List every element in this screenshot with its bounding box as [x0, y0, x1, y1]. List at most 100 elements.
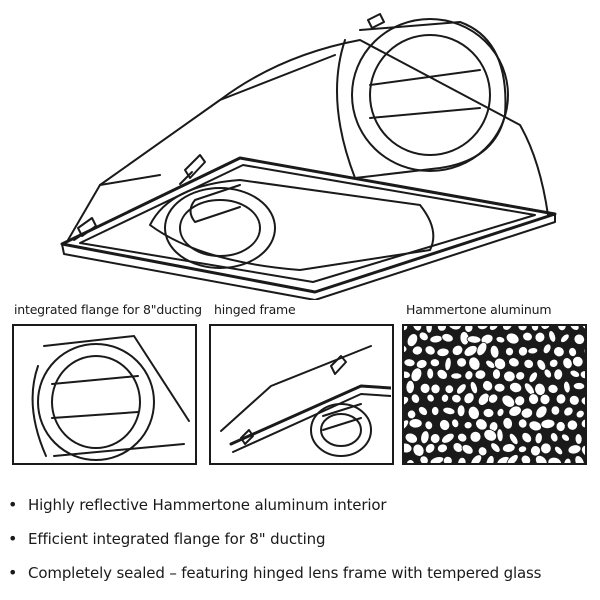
lamp-socket-ring — [164, 187, 276, 269]
texture-pebble — [469, 381, 478, 395]
texture-pebble — [569, 326, 580, 331]
texture-pebble — [477, 446, 488, 457]
texture-pebble — [457, 432, 468, 443]
texture-pebble — [493, 382, 506, 393]
texture-pebble — [464, 326, 474, 333]
texture-pebble — [580, 418, 585, 429]
texture-pebble — [405, 380, 415, 394]
texture-pebble — [468, 356, 481, 371]
texture-pebble — [540, 442, 552, 455]
texture-pebble — [456, 404, 466, 418]
texture-pebble — [477, 392, 490, 406]
texture-pebble — [561, 433, 570, 442]
texture-pebble — [518, 346, 528, 357]
texture-pebble — [509, 382, 523, 393]
flange-band — [369, 69, 481, 119]
texture-pebble — [547, 456, 562, 463]
texture-pebble — [457, 456, 467, 463]
flange-rim-inner — [369, 34, 491, 156]
texture-pebble — [483, 429, 497, 442]
texture-pebble — [404, 396, 409, 406]
lamp-socket-inner — [179, 199, 261, 257]
texture-pebble — [415, 359, 428, 369]
hinged-frame-closeup-drawing — [220, 345, 391, 457]
texture-pebble — [555, 421, 566, 432]
texture-pebble — [549, 358, 559, 368]
texture-pebble — [404, 358, 416, 368]
texture-pebble — [444, 384, 454, 394]
texture-pebble — [557, 326, 567, 332]
texture-pebble — [502, 326, 513, 331]
texture-pebble — [528, 393, 540, 405]
detail-panel-hammertone — [402, 324, 587, 465]
detail-panel-hinged-frame — [209, 324, 394, 465]
texture-pebble — [502, 443, 516, 453]
texture-pebble — [404, 370, 411, 379]
frame-lip — [61, 213, 556, 300]
texture-pebble — [555, 393, 567, 405]
texture-pebble — [539, 393, 551, 405]
texture-pebble — [404, 344, 408, 354]
texture-pebble — [489, 326, 499, 331]
texture-pebble — [583, 346, 585, 356]
bullet-icon: • — [8, 563, 18, 582]
frame-inner — [79, 164, 536, 283]
texture-pebble — [568, 394, 580, 406]
feature-list: • Highly reflective Hammertone aluminum … — [6, 488, 596, 590]
texture-pebble — [528, 371, 538, 383]
hood-top-ridge — [219, 54, 336, 101]
texture-pebble — [522, 331, 533, 342]
texture-pebble — [419, 382, 431, 394]
texture-pebble — [476, 341, 488, 357]
texture-pebble — [470, 454, 483, 463]
texture-pebble — [515, 371, 526, 381]
texture-pebble — [469, 430, 482, 443]
texture-pebble — [452, 442, 464, 453]
texture-pebble — [406, 333, 419, 348]
texture-pebble — [527, 347, 539, 355]
texture-pebble — [549, 432, 559, 443]
texture-pebble — [520, 407, 534, 419]
texture-pebble — [412, 443, 425, 457]
texture-pebble — [521, 432, 533, 444]
texture-pebble — [436, 347, 450, 357]
texture-pebble — [528, 420, 542, 432]
texture-pebble — [563, 457, 572, 463]
texture-pebble — [463, 392, 475, 405]
texture-pebble — [436, 443, 448, 454]
texture-pebble — [424, 345, 436, 356]
texture-pebble — [581, 326, 585, 330]
texture-pebble — [485, 455, 495, 463]
texture-pebble — [429, 433, 441, 444]
texture-pebble — [540, 418, 556, 430]
texture-pebble — [572, 382, 585, 391]
texture-pebble — [508, 405, 522, 417]
flange-rim-outer — [351, 18, 509, 172]
texture-pebble — [579, 370, 585, 380]
caption-flange: integrated flange for 8"ducting — [14, 302, 202, 317]
texture-pebble — [562, 357, 573, 370]
texture-pebble — [502, 417, 513, 430]
bullet-icon: • — [8, 495, 18, 514]
texture-pebble — [508, 357, 520, 368]
texture-pebble — [542, 343, 552, 355]
texture-pebble — [550, 405, 561, 416]
texture-pebble — [517, 326, 528, 332]
texture-pebble — [442, 406, 456, 415]
hinge-clip-side — [179, 154, 206, 185]
bullet-icon: • — [8, 529, 18, 548]
texture-pebble — [563, 406, 574, 417]
texture-pebble — [490, 442, 501, 453]
feature-text: Efficient integrated flange for 8" ducti… — [28, 530, 326, 548]
texture-pebble — [404, 442, 413, 454]
texture-pebble — [489, 344, 500, 359]
texture-pebble — [535, 405, 548, 419]
texture-pebble — [456, 383, 467, 395]
texture-pebble — [441, 333, 454, 343]
texture-pebble — [553, 368, 564, 381]
texture-pebble — [408, 418, 423, 429]
texture-pebble — [563, 380, 571, 394]
texture-pebble — [441, 432, 455, 444]
texture-pebble — [431, 406, 440, 416]
texture-pebble — [560, 333, 570, 343]
